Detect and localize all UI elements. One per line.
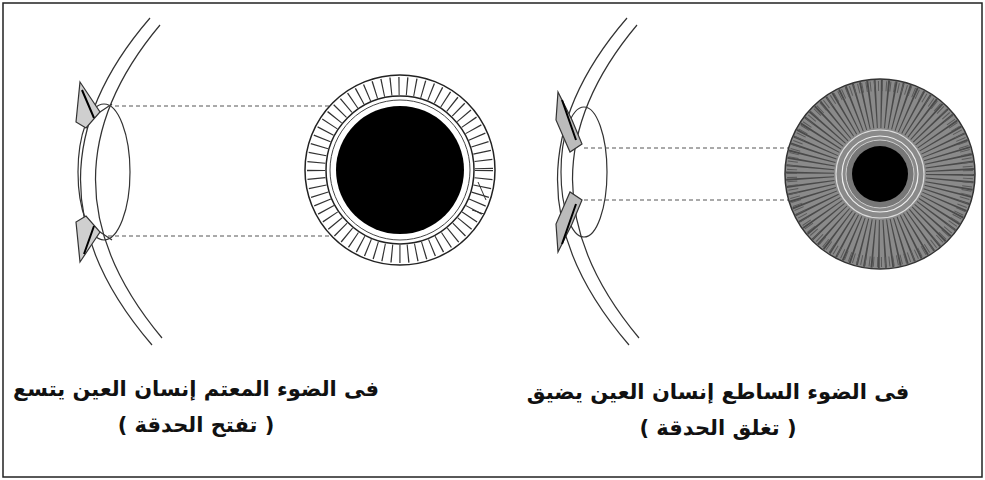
eye-section-right [556, 18, 639, 345]
caption-text: فى الضوء الساطع إنسان العين يضيق [524, 379, 912, 405]
projection-line [108, 106, 338, 236]
caption-text: ( تغلق الحدقة ) [636, 415, 799, 441]
caption-text: ( تفتح الحدقة ) [115, 412, 278, 438]
figure-frame [3, 3, 982, 477]
iris-narrow-pupil [785, 79, 975, 269]
iris-wide-pupil [305, 75, 495, 265]
caption-text: فى الضوء المعتم إنسان العين يتسع [10, 376, 382, 402]
eye-section-left [76, 18, 162, 345]
